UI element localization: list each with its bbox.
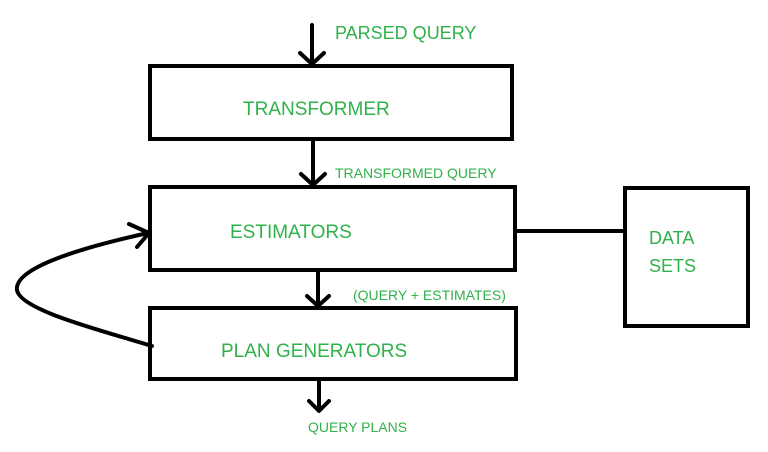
transformer-label: TRANSFORMER bbox=[243, 99, 390, 120]
estimators-box bbox=[148, 185, 517, 272]
arrow-query-plans bbox=[307, 378, 331, 413]
plan-generators-label: PLAN GENERATORS bbox=[221, 341, 407, 362]
label-query-estimates: (QUERY + ESTIMATES) bbox=[353, 287, 506, 303]
estimators-label: ESTIMATORS bbox=[230, 222, 352, 243]
label-query-plans: QUERY PLANS bbox=[308, 419, 407, 435]
arrow-parsed-query bbox=[298, 23, 326, 66]
transformer-box bbox=[148, 64, 514, 141]
data-sets-box bbox=[623, 186, 750, 328]
feedback-loop-arrow bbox=[15, 222, 154, 348]
data-sets-label-line2: SETS bbox=[649, 256, 696, 276]
arrow-transformed-query bbox=[299, 138, 327, 187]
arrow-query-estimates bbox=[305, 269, 331, 308]
label-parsed-query: PARSED QUERY bbox=[335, 23, 476, 43]
data-sets-label-line1: DATA bbox=[649, 228, 694, 248]
label-transformed-query: TRANSFORMED QUERY bbox=[335, 165, 497, 181]
